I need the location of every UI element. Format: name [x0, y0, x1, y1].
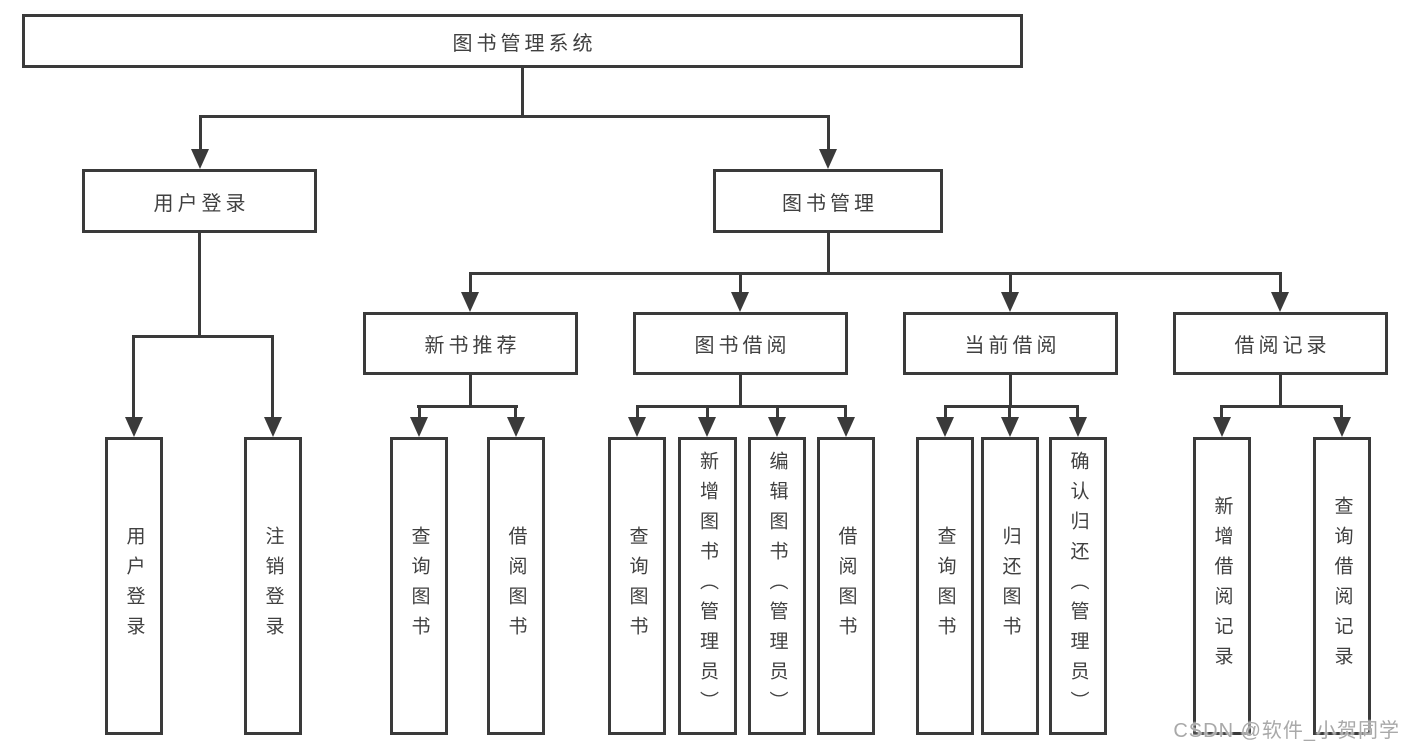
arrow-down-icon	[731, 292, 749, 312]
node-label: 新增借阅记录	[1211, 496, 1233, 676]
connector-line	[418, 405, 421, 419]
node-label: 借阅图书	[835, 526, 857, 646]
arrow-down-icon	[125, 417, 143, 437]
connector-line	[199, 115, 202, 151]
connector-line	[1009, 375, 1012, 408]
connector-line	[1220, 405, 1343, 408]
leaf-borrow-books-recommend: 借阅图书	[487, 437, 545, 735]
arrow-down-icon	[1069, 417, 1087, 437]
node-book-borrowing: 图书借阅	[633, 312, 848, 375]
connector-line	[944, 405, 947, 419]
connector-line	[739, 375, 742, 408]
leaf-query-books-recommend: 查询图书	[390, 437, 448, 735]
node-user-login: 用户登录	[82, 169, 317, 233]
connector-line	[469, 272, 1282, 275]
connector-line	[469, 375, 472, 408]
connector-line	[1008, 405, 1011, 419]
connector-line	[1009, 272, 1012, 292]
connector-line	[514, 405, 517, 419]
connector-line	[132, 335, 274, 338]
arrow-down-icon	[1271, 292, 1289, 312]
leaf-add-books-admin: 新增图书（管理员）	[678, 437, 737, 735]
node-label: 用户登录	[123, 526, 145, 646]
leaf-logout: 注销登录	[244, 437, 302, 735]
connector-line	[636, 405, 639, 419]
connector-line	[469, 272, 472, 292]
arrow-down-icon	[837, 417, 855, 437]
node-label: 图书管理	[782, 192, 878, 215]
node-label: 借阅记录	[1234, 335, 1331, 357]
connector-line	[827, 233, 830, 274]
leaf-user-login: 用户登录	[105, 437, 163, 735]
leaf-query-borrow-record: 查询借阅记录	[1313, 437, 1371, 735]
connector-line	[271, 335, 274, 419]
arrow-down-icon	[698, 417, 716, 437]
connector-line	[1279, 272, 1282, 292]
leaf-return-books: 归还图书	[981, 437, 1039, 735]
node-new-book-recommendation: 新书推荐	[363, 312, 578, 375]
node-library-management-system: 图书管理系统	[22, 14, 1023, 68]
connector-line	[199, 115, 830, 118]
arrow-down-icon	[410, 417, 428, 437]
arrow-down-icon	[1001, 417, 1019, 437]
connector-line	[827, 115, 830, 151]
arrow-down-icon	[1001, 292, 1019, 312]
node-label: 编辑图书（管理员）	[766, 451, 788, 721]
arrow-down-icon	[461, 292, 479, 312]
node-label: 查询图书	[626, 526, 648, 646]
node-label: 图书管理系统	[452, 32, 597, 55]
connector-line	[132, 335, 135, 419]
node-label: 用户登录	[153, 192, 250, 215]
connector-line	[521, 68, 524, 117]
node-book-management: 图书管理	[713, 169, 943, 233]
leaf-borrow-books: 借阅图书	[817, 437, 875, 735]
connector-line	[776, 405, 779, 419]
node-label: 当前借阅	[964, 335, 1061, 357]
node-current-borrowing: 当前借阅	[903, 312, 1118, 375]
connector-line	[944, 405, 1079, 408]
arrow-down-icon	[768, 417, 786, 437]
connector-line	[844, 405, 847, 419]
node-label: 确认归还（管理员）	[1067, 451, 1089, 721]
arrow-down-icon	[264, 417, 282, 437]
csdn-watermark: CSDN @软件_小贺同学	[1173, 720, 1400, 742]
node-label: 查询借阅记录	[1331, 496, 1353, 676]
connector-line	[1279, 375, 1282, 408]
arrow-down-icon	[507, 417, 525, 437]
node-label: 借阅图书	[505, 526, 527, 646]
leaf-query-books-borrow: 查询图书	[608, 437, 666, 735]
arrow-down-icon	[628, 417, 646, 437]
leaf-edit-books-admin: 编辑图书（管理员）	[748, 437, 806, 735]
connector-line	[1076, 405, 1079, 419]
arrow-down-icon	[936, 417, 954, 437]
connector-line	[417, 405, 518, 408]
connector-line	[636, 405, 847, 408]
connector-line	[739, 272, 742, 292]
connector-line	[706, 405, 709, 419]
connector-line	[1340, 405, 1343, 419]
connector-line	[198, 233, 201, 337]
arrow-down-icon	[1213, 417, 1231, 437]
node-label: 注销登录	[262, 526, 284, 646]
arrow-down-icon	[819, 149, 837, 169]
node-label: 归还图书	[999, 526, 1021, 646]
node-label: 查询图书	[408, 526, 430, 646]
arrow-down-icon	[1333, 417, 1351, 437]
connector-line	[1220, 405, 1223, 419]
node-label: 新书推荐	[424, 335, 521, 357]
leaf-confirm-return-admin: 确认归还（管理员）	[1049, 437, 1107, 735]
node-borrowing-records: 借阅记录	[1173, 312, 1388, 375]
leaf-add-borrow-record: 新增借阅记录	[1193, 437, 1251, 735]
leaf-query-books-current: 查询图书	[916, 437, 974, 735]
node-label: 图书借阅	[694, 335, 791, 357]
arrow-down-icon	[191, 149, 209, 169]
node-label: 新增图书（管理员）	[697, 451, 718, 721]
node-label: 查询图书	[934, 526, 956, 646]
